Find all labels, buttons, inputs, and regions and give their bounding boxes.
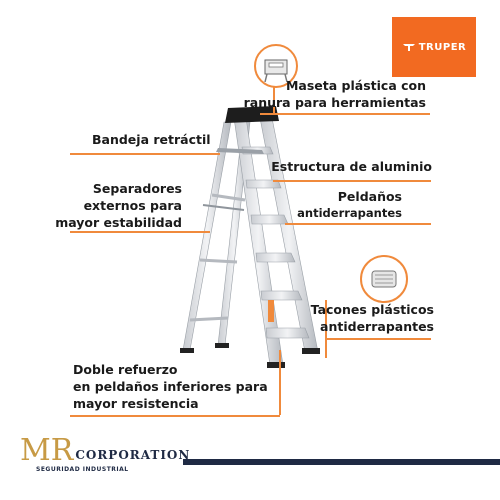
tacones-callout: Tacones plásticos antiderrapantes	[311, 301, 434, 335]
refuerzo-leader-v	[279, 350, 281, 415]
refuerzo-line3: mayor resistencia	[73, 396, 199, 411]
estructura-leader	[273, 180, 431, 182]
maseta-callout: Maseta plástica con ranura para herramie…	[244, 77, 426, 111]
peldanos-leader	[285, 223, 431, 225]
foot-detail-bubble	[360, 255, 408, 303]
estructura-text: Estructura de aluminio	[271, 159, 432, 174]
peldanos-callout: Peldaños antiderrapantes	[297, 188, 402, 222]
maseta-line2: ranura para herramientas	[243, 95, 426, 110]
logo-sub: SEGURIDAD INDUSTRIAL	[36, 466, 129, 473]
bandeja-leader	[70, 153, 220, 155]
refuerzo-line1: Doble refuerzo	[73, 362, 178, 377]
logo-initials: MR	[20, 433, 74, 468]
separadores-line3: mayor estabilidad	[55, 215, 182, 230]
refuerzo-line2: en peldaños inferiores para	[73, 379, 268, 394]
tacones-leader	[325, 338, 431, 340]
peldanos-line1: Peldaños	[337, 189, 402, 204]
refuerzo-leader	[70, 415, 280, 417]
tray-detail-icon	[264, 59, 288, 83]
maseta-line1: Maseta plástica con	[285, 78, 426, 93]
footer-divider	[183, 459, 500, 465]
logo-corp: CORPORATION	[75, 448, 191, 462]
maseta-leader-v	[273, 86, 275, 114]
refuerzo-callout: Doble refuerzo en peldaños inferiores pa…	[73, 361, 268, 412]
separadores-line2: externos para	[83, 198, 182, 213]
separadores-callout: Separadores externos para mayor estabili…	[55, 180, 182, 231]
truper-logo: TRUPER	[392, 17, 476, 77]
tacones-leader-v	[325, 300, 327, 358]
tacones-line2: antiderrapantes	[320, 319, 434, 334]
bandeja-text: Bandeja retráctil	[92, 132, 211, 147]
peldanos-line2: antiderrapantes	[297, 206, 402, 220]
separadores-leader	[70, 231, 210, 233]
tacones-line1: Tacones plásticos	[310, 302, 434, 317]
truper-logo-icon	[402, 44, 415, 51]
brand-name: TRUPER	[418, 41, 467, 53]
estructura-callout: Estructura de aluminio	[271, 158, 432, 175]
bandeja-callout: Bandeja retráctil	[92, 131, 211, 148]
tray-detail-bubble	[254, 44, 298, 88]
separadores-line1: Separadores	[92, 181, 182, 196]
mr-corporation-logo: MR CORPORATION SEGURIDAD INDUSTRIAL	[20, 433, 191, 474]
maseta-leader	[260, 113, 430, 115]
foot-detail-icon	[371, 270, 397, 288]
